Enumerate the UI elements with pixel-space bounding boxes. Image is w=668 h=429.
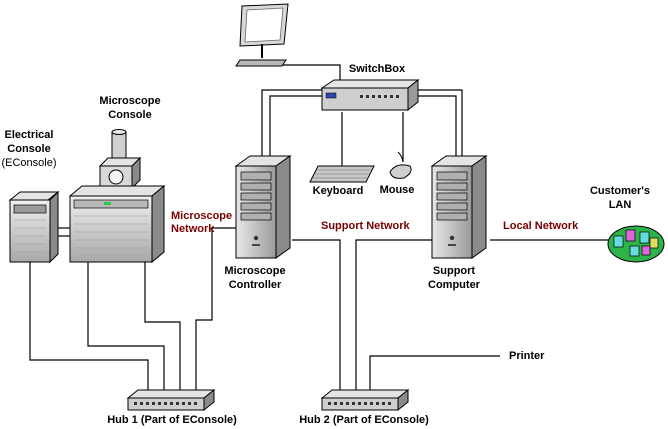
mouse-label: Mouse	[379, 184, 415, 196]
keyboard-icon	[309, 165, 375, 183]
printer-label: Printer	[509, 350, 545, 362]
microscope-console-label-line2: Console	[108, 109, 152, 121]
electrical-console-icon	[8, 190, 60, 264]
customers-lan-label-line1: Customer's	[589, 185, 651, 197]
microscope-controller-tower-icon	[234, 155, 292, 259]
electrical-console-label-line3: (EConsole)	[1, 157, 57, 169]
hub-1-label: Hub 1 (Part of EConsole)	[107, 414, 237, 426]
monitor-icon	[235, 3, 289, 67]
microscope-console-icon	[68, 129, 166, 264]
support-computer-label-line2: Computer	[428, 279, 480, 291]
switchbox-icon	[320, 78, 420, 112]
lan-cloud-icon	[607, 225, 665, 263]
mouse-icon	[389, 151, 412, 179]
hub-2-icon	[320, 388, 410, 412]
switchbox-label: SwitchBox	[348, 63, 406, 75]
support-computer-tower-icon	[430, 155, 488, 259]
support-network-label: Support Network	[321, 220, 410, 232]
local-network-label: Local Network	[503, 220, 579, 232]
keyboard-label: Keyboard	[312, 185, 364, 197]
microscope-network-label-line1: Microscope	[171, 210, 233, 222]
microscope-network-label-line2: Network	[171, 223, 215, 235]
microscope-console-label-line1: Microscope	[99, 95, 161, 107]
microscope-controller-label-line2: Controller	[228, 279, 282, 291]
hub-2-label: Hub 2 (Part of EConsole)	[299, 414, 429, 426]
support-computer-label-line1: Support	[432, 265, 476, 277]
electrical-console-label-line2: Console	[7, 143, 51, 155]
connection-wires	[29, 64, 612, 390]
electrical-console-label-line1: Electrical	[4, 129, 54, 141]
microscope-controller-label-line1: Microscope	[224, 265, 286, 277]
customers-lan-label-line2: LAN	[608, 199, 632, 211]
hub-1-icon	[126, 388, 216, 412]
